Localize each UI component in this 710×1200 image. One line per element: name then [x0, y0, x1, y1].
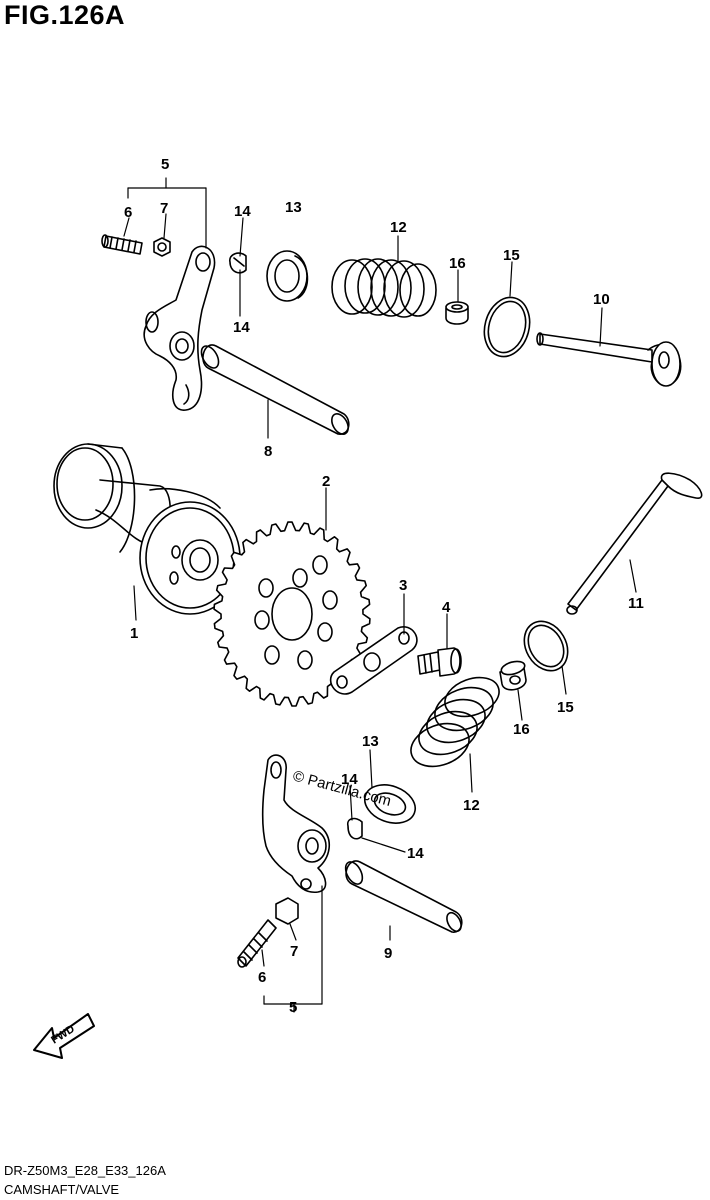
callout-14-lower-top: 14	[341, 771, 358, 788]
cam-plate	[331, 627, 417, 694]
lower-spring-retainer	[359, 778, 420, 830]
upper-lock-nut	[154, 238, 170, 256]
callout-13-lower: 13	[362, 733, 379, 750]
lower-lock-nut	[276, 898, 298, 924]
callout-7-lower: 7	[290, 943, 298, 960]
callout-6-upper: 6	[124, 204, 132, 221]
callout-15-upper: 15	[503, 247, 520, 264]
callout-15-lower: 15	[557, 699, 574, 716]
upper-adjust-screw	[102, 235, 142, 254]
lower-spring-seat	[516, 613, 577, 678]
callout-3: 3	[399, 577, 407, 594]
figure-title: FIG.126A	[4, 0, 126, 30]
fwd-arrow-icon	[33, 1013, 95, 1059]
callout-4: 4	[442, 599, 451, 616]
upper-valve-spring	[332, 259, 436, 317]
lower-valve-spring	[405, 671, 504, 775]
lower-adjust-screw	[238, 920, 276, 967]
callout-12-lower: 12	[463, 797, 480, 814]
intake-valve	[567, 473, 702, 614]
upper-spring-seat	[478, 292, 536, 361]
upper-stem-seal	[446, 302, 468, 324]
callout-14-upper-top: 14	[234, 203, 251, 220]
callout-8: 8	[264, 443, 272, 460]
upper-rocker-shaft	[198, 343, 352, 437]
cam-sprocket	[214, 522, 370, 706]
diagram-caption: CAMSHAFT/VALVE	[4, 1182, 120, 1197]
callout-11: 11	[628, 595, 644, 612]
diagram-code: DR-Z50M3_E28_E33_126A	[4, 1163, 166, 1178]
callout-5-lower: 5	[289, 999, 297, 1016]
upper-valve-cotter	[230, 253, 246, 273]
callout-14-upper-bottom: 14	[233, 319, 250, 336]
callout-5-upper: 5	[161, 156, 169, 173]
callout-14-lower-right: 14	[407, 845, 424, 862]
callout-16-upper: 16	[449, 255, 466, 272]
camshaft	[54, 444, 240, 614]
upper-rocker-arm	[144, 246, 214, 410]
callout-10: 10	[593, 291, 610, 308]
lower-stem-seal	[500, 659, 526, 690]
callout-16-lower: 16	[513, 721, 530, 738]
lower-rocker-arm	[263, 755, 330, 892]
callout-12-upper: 12	[390, 219, 407, 236]
cam-bolt	[418, 648, 461, 676]
callout-1: 1	[130, 625, 138, 642]
upper-spring-retainer	[267, 251, 307, 301]
callout-9: 9	[384, 945, 392, 962]
callout-7-upper: 7	[160, 200, 168, 217]
callout-13-upper: 13	[285, 199, 302, 216]
callout-2: 2	[322, 473, 330, 490]
callout-6-lower: 6	[258, 969, 266, 986]
lower-valve-cotter	[348, 819, 362, 839]
exhaust-valve	[537, 333, 681, 386]
lower-rocker-shaft	[342, 859, 464, 934]
